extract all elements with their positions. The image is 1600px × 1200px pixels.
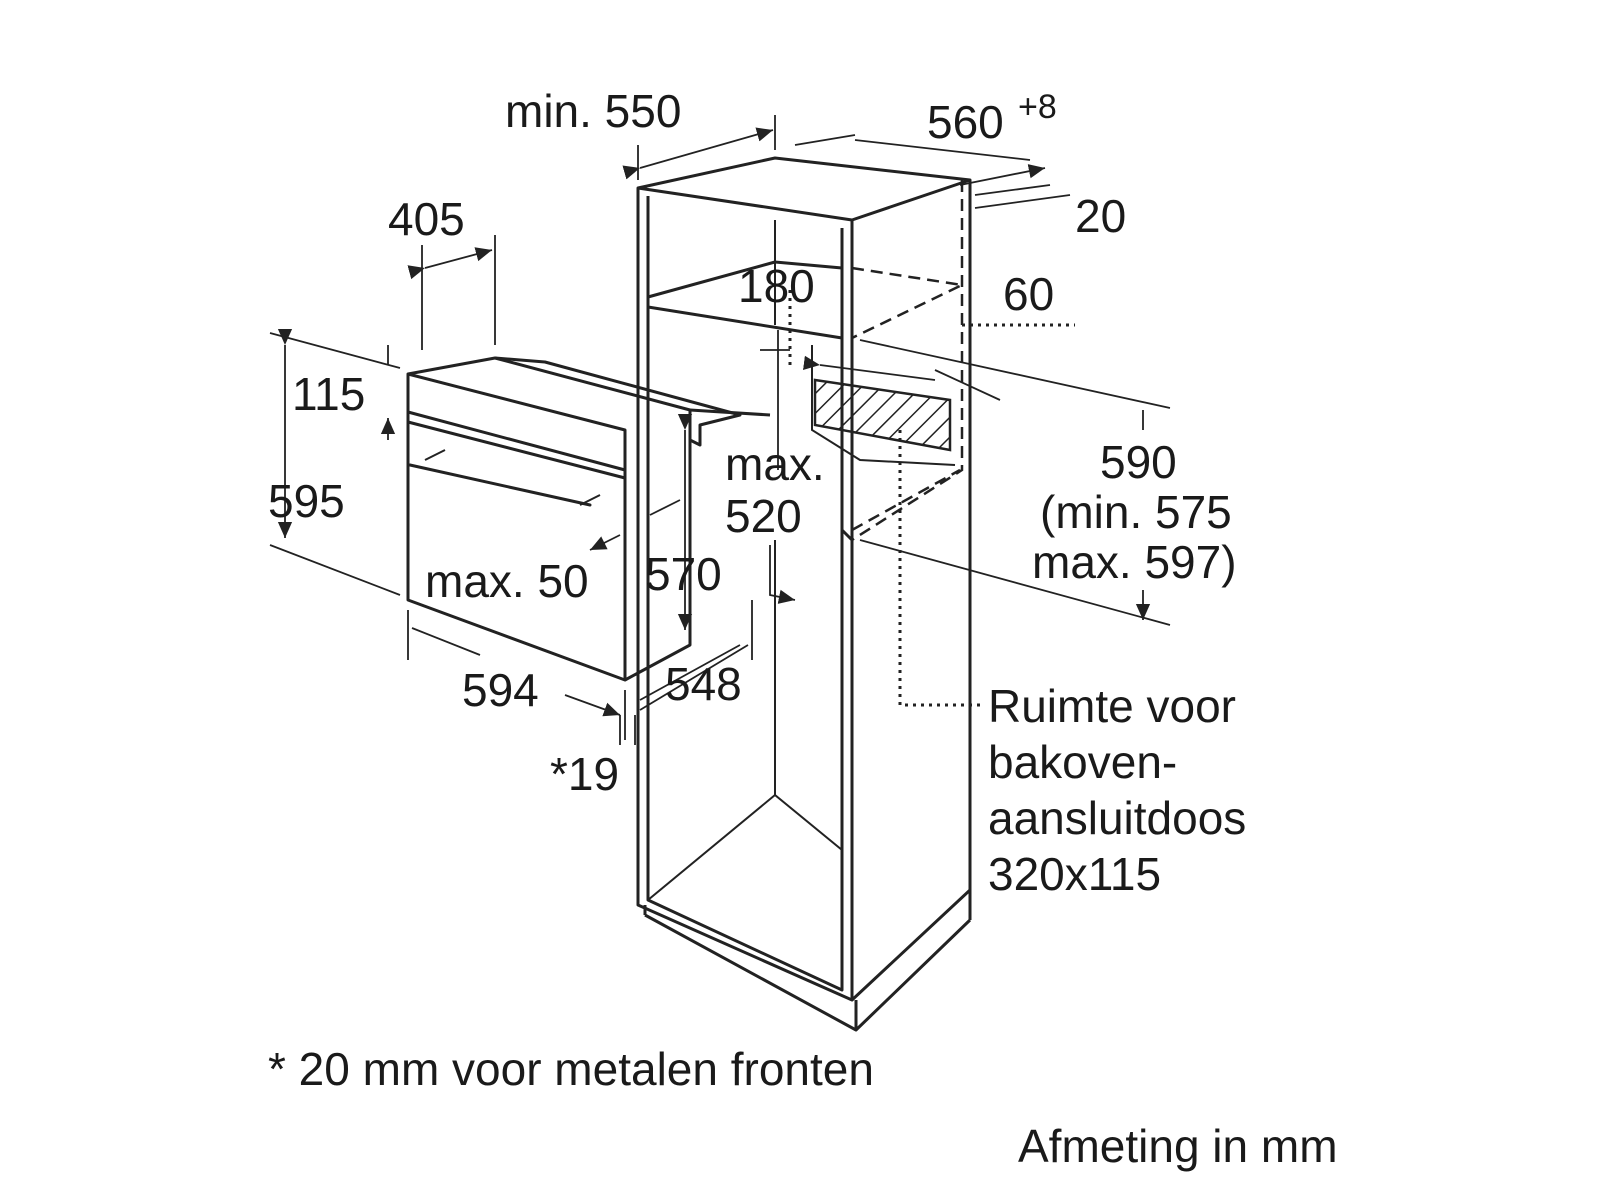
dim-max-597: max. 597) — [1032, 536, 1237, 588]
dim-max-label: max. — [725, 438, 825, 490]
dim-115: 115 — [292, 368, 365, 420]
oven — [406, 356, 771, 682]
dim-590: 590 — [1100, 436, 1177, 488]
dim-548: 548 — [665, 658, 742, 710]
dimension-lines — [269, 115, 1171, 745]
callout-line-3: aansluitdoos — [988, 792, 1246, 844]
footnote: * 20 mm voor metalen fronten — [268, 1043, 874, 1095]
dim-20: 20 — [1075, 190, 1126, 242]
dim-595: 595 — [268, 475, 345, 527]
dim-19: *19 — [550, 748, 619, 800]
cabinet — [636, 156, 972, 1032]
dim-405: 405 — [388, 193, 465, 245]
dim-594: 594 — [462, 664, 539, 716]
dim-max-50: max. 50 — [425, 555, 589, 607]
dim-520: 520 — [725, 490, 802, 542]
dim-60: 60 — [1003, 268, 1054, 320]
callout-line-2: bakoven- — [988, 736, 1177, 788]
dim-570: 570 — [645, 548, 722, 600]
units-note: Afmeting in mm — [1018, 1120, 1338, 1172]
callout-line-1: Ruimte voor — [988, 680, 1236, 732]
callout-line-4: 320x115 — [988, 848, 1161, 900]
dim-min-550: min. 550 — [505, 85, 681, 137]
dim-min-575: (min. 575 — [1040, 486, 1232, 538]
dim-560-tolerance: +8 — [1018, 88, 1057, 126]
dim-180: 180 — [738, 260, 815, 312]
dim-560: 560 — [927, 96, 1004, 148]
